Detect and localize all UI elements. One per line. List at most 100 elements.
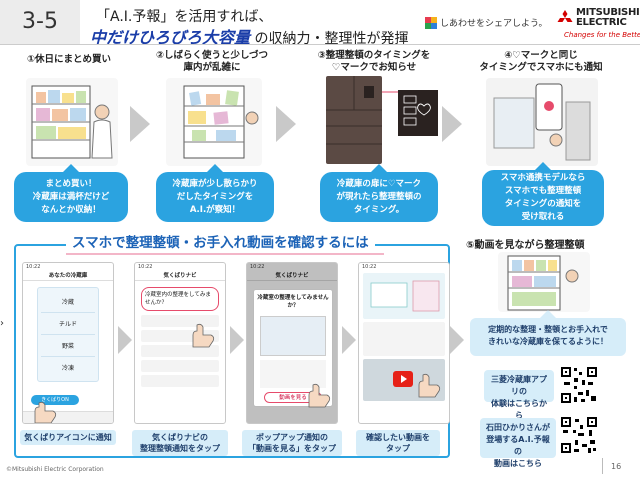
phone1-item-chilled: チルド: [41, 313, 95, 335]
step3-fridge-heart-illustration: [320, 74, 444, 166]
tap-hand-icon: [34, 401, 57, 423]
phone1-kikubari-badge[interactable]: きくばりON: [31, 395, 79, 405]
caption-step-d: 確認したい動画を タップ: [356, 430, 440, 456]
share-logo-icon: [425, 16, 437, 29]
company-tagline: Changes for the Better: [564, 31, 640, 39]
app-trial-link-line2: 体験はこちらから: [491, 399, 547, 420]
app-trial-link-line1: 三菱冷蔵庫アプリの: [491, 375, 547, 396]
phone4-content: [363, 322, 445, 356]
step2-heading-line2: 庫内が乱雑に: [183, 62, 241, 73]
step3-bubble-line1: 冷蔵庫の扉に♡マーク: [336, 178, 422, 189]
flow-arrow-3-4: [442, 106, 462, 142]
step1-bubble-line2: 冷蔵庫は満杯だけど: [32, 191, 110, 202]
step5-bubble: 定期的な整理・整頓とお手入れで きれいな冷蔵庫を保てるように！: [470, 310, 626, 356]
tap-hand-icon: [418, 373, 441, 398]
caption-c-line1: ポップアップ通知の: [256, 433, 328, 442]
phone4-status-time: 10:22: [362, 264, 377, 270]
step3-bubble: 冷蔵庫の扉に♡マーク が現れたら整理整頓の タイミング。: [320, 164, 438, 222]
phone1-header: あなたの冷蔵庫: [23, 271, 113, 281]
company-name: MITSUBISHI ELECTRIC: [576, 7, 640, 28]
step4-bubble-line3: タイミングの通知を: [504, 199, 582, 209]
phone2-tidy-notice[interactable]: 冷蔵室内の整理をしてみませんか？: [141, 287, 219, 311]
three-diamonds-icon: [557, 10, 573, 22]
step2-bubble-line3: A.I.が察知！: [189, 204, 241, 215]
step1-bubble-line3: なんとか収納！: [41, 204, 101, 215]
step5-bubble-line1: 定期的な整理・整頓とお手入れで: [488, 325, 608, 334]
step3-heading: ③整理整頓のタイミングを ♡マークでお知らせ: [304, 50, 444, 74]
share-slogan: しあわせをシェアしよう。: [425, 16, 547, 29]
caption-d-line2: タップ: [386, 444, 410, 453]
phone1-item-cold: 冷蔵: [41, 291, 95, 313]
step2-bubble-line2: だしたタイミングを: [176, 191, 254, 202]
step4-heading-line1: ④♡マークと同じ: [504, 50, 578, 61]
phone1-fridge-panel: 冷蔵 チルド 野菜 冷凍: [37, 287, 99, 382]
flow-arrow-p3-p4: [342, 326, 356, 354]
step1-bubble: まとめ買い！ 冷蔵庫は満杯だけど なんとか収納！: [14, 164, 128, 222]
video-link-line2: 登場するA.I.予報の: [486, 435, 550, 456]
ai-forecast-video-link[interactable]: 石田ひかりさんが 登場するA.I.予報の 動画はこちら: [480, 418, 556, 468]
step3-heading-line1: ③整理整頓のタイミングを: [317, 50, 431, 61]
app-trial-link[interactable]: 三菱冷蔵庫アプリの 体験はこちらから: [484, 370, 554, 420]
step1-bubble-line1: まとめ買い！: [45, 178, 97, 189]
section-title-underline: [66, 253, 384, 255]
step2-heading: ②しばらく使うと少しづつ 庫内が乱雑に: [148, 50, 276, 74]
tap-hand-icon: [192, 323, 215, 348]
caption-step-b: 気くばりナビの 整理整頓通知をタップ: [132, 430, 228, 456]
step5-bubble-line2: きれいな冷蔵庫を保てるように！: [488, 337, 608, 346]
qr-code-app-icon[interactable]: [560, 366, 598, 404]
continuation-mark: ›: [0, 318, 4, 329]
company-name-line2: ELECTRIC: [576, 17, 627, 28]
flow-arrow-p1-p2: [118, 326, 132, 354]
step4-bubble-line4: 受け取れる: [521, 212, 565, 222]
qr-code-video-icon[interactable]: [560, 416, 598, 454]
step3-bubble-line2: が現れたら整理整頓の: [336, 191, 422, 202]
step3-heading-line2: ♡マークでお知らせ: [331, 62, 417, 73]
step2-bubble-line1: 冷蔵庫が少し散らかり: [172, 178, 258, 189]
play-icon: [393, 371, 413, 387]
phone-screen-1: 10:22 あなたの冷蔵庫 冷蔵 チルド 野菜 冷凍 きくばりON: [22, 262, 114, 424]
step5-tidy-fridge-illustration: [498, 252, 590, 312]
step2-fridge-messy-illustration: [166, 78, 262, 166]
step4-bubble-line2: スマホでも整理整頓: [504, 186, 582, 196]
step1-heading: ①休日にまとめ買い: [26, 54, 112, 65]
video-link-line3: 動画はこちら: [494, 459, 542, 468]
phone2-list-item[interactable]: [141, 375, 219, 387]
copyright: ©Mitsubishi Electric Corporation: [6, 466, 104, 473]
phone3-status-time: 10:22: [250, 264, 265, 270]
title-suffix: の収納力・整理性が発揮: [254, 31, 409, 47]
page-title-line1: 「A.I.予報」を活用すれば、: [96, 9, 273, 25]
phone2-header: 気くばりナビ: [135, 271, 225, 281]
phone4-banner: [363, 273, 445, 319]
phone2-list-item[interactable]: [141, 345, 219, 357]
phone3-popup-text: [260, 360, 326, 388]
caption-a-line1: 気くばりアイコンに通知: [24, 433, 112, 442]
caption-b-line1: 気くばりナビの: [152, 433, 208, 442]
header-divider: [0, 44, 640, 45]
page-number-divider: [602, 458, 603, 474]
phone3-popup-title: 冷蔵室の整理をしてみませんか？: [257, 295, 329, 309]
company-name-line1: MITSUBISHI: [576, 7, 640, 18]
page-number: 16: [611, 462, 622, 471]
flow-arrow-p2-p3: [230, 326, 244, 354]
phone2-status-time: 10:22: [138, 264, 153, 270]
step4-heading: ④♡マークと同じ タイミングでスマホにも通知: [466, 50, 616, 74]
step1-fridge-full-illustration: [26, 78, 118, 166]
phone3-popup-image: [260, 316, 326, 356]
step3-bubble-line3: タイミング。: [353, 204, 405, 215]
caption-step-a: 気くばりアイコンに通知: [20, 430, 116, 445]
caption-d-line1: 確認したい動画を: [366, 433, 430, 442]
flow-arrow-2-3: [276, 106, 296, 142]
brand-name: 中だけひろびろ大容量: [90, 28, 251, 47]
phone3-header: 気くばりナビ: [247, 271, 337, 281]
phone-screen-2: 10:22 気くばりナビ 冷蔵室内の整理をしてみませんか？: [134, 262, 226, 424]
phone1-item-freezer: 冷凍: [61, 365, 74, 372]
page-title-line2: 中だけひろびろ大容量 の収納力・整理性が発揮: [90, 24, 408, 48]
step2-bubble: 冷蔵庫が少し散らかり だしたタイミングを A.I.が察知！: [156, 164, 274, 222]
step2-heading-line1: ②しばらく使うと少しづつ: [156, 50, 268, 61]
tap-hand-icon: [308, 383, 331, 408]
video-link-line1: 石田ひかりさんが: [486, 423, 550, 432]
section-title: スマホで整理整頓・お手入れ動画を確認するには: [66, 232, 375, 254]
phone2-list-item[interactable]: [141, 360, 219, 372]
slide-number: 3-5: [0, 0, 80, 44]
share-slogan-text: しあわせをシェアしよう。: [440, 19, 548, 29]
